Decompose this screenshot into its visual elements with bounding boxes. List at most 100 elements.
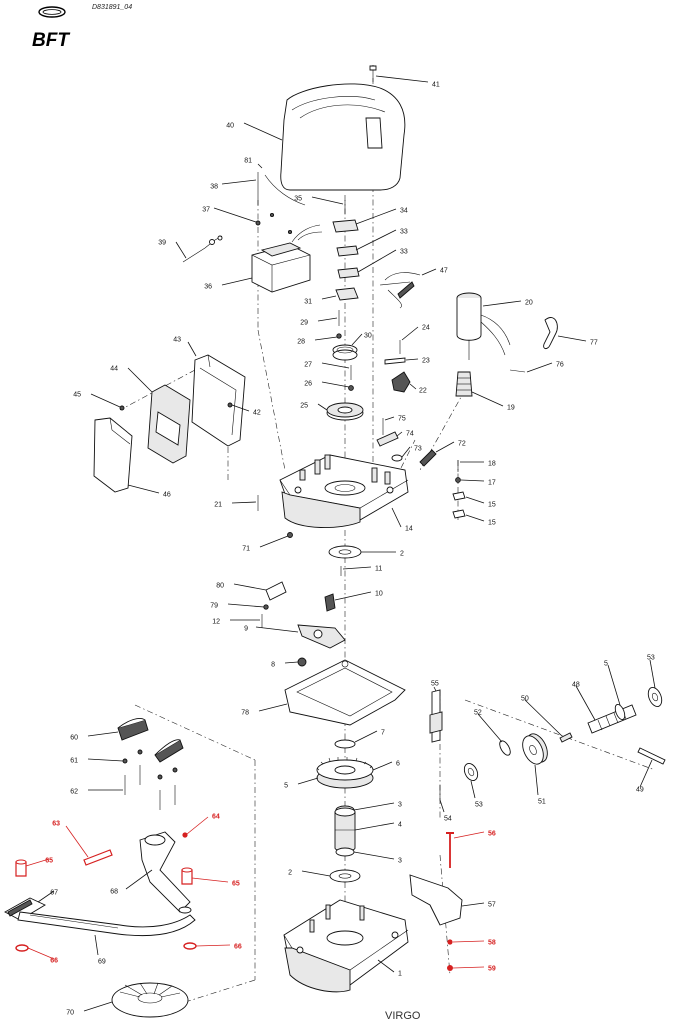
part-31-block: [335, 287, 359, 301]
part-40-cover: [280, 83, 406, 191]
callout-label-47: 47: [440, 268, 448, 275]
callout-leader-57: [461, 902, 485, 907]
part-78-gasket-plate: [284, 659, 406, 726]
part-48-worm-shaft: [587, 704, 637, 734]
callout-label-64: 64: [212, 814, 220, 821]
part-20-motor: [456, 292, 511, 360]
callout-label-56: 56: [488, 831, 496, 838]
callout-label-36: 36: [204, 284, 212, 291]
part-64-washer: [182, 832, 188, 838]
part-2-bushing-lower: [329, 869, 361, 883]
callout-label-41: 41: [432, 82, 440, 89]
part-66-washer-right: [183, 942, 197, 950]
callout-leader-3: [353, 851, 395, 860]
callout-leader-11: [342, 566, 372, 570]
part-7-circlip: [334, 739, 356, 749]
part-68-arm: [139, 831, 192, 914]
callout-label-80: 80: [216, 583, 224, 590]
part-56-bolt: [446, 832, 454, 868]
part-39-wire: [182, 235, 223, 263]
callout-label-66: 66: [234, 944, 242, 951]
callout-leader-17: [460, 479, 485, 482]
callout-leader-66: [195, 944, 231, 947]
callout-leader-61: [87, 758, 124, 762]
callout-label-19: 19: [507, 405, 515, 412]
callout-label-44: 44: [110, 366, 118, 373]
callout-label-22: 22: [419, 388, 427, 395]
callout-label-21: 21: [214, 502, 222, 509]
callout-label-2: 2: [288, 870, 292, 877]
callout-label-11: 11: [375, 566, 382, 573]
part-26-washer: [348, 385, 354, 391]
callout-leader-46: [127, 484, 160, 494]
part-59-nut: [447, 965, 453, 971]
callout-leader-79: [227, 603, 265, 608]
callout-label-26: 26: [304, 381, 312, 388]
callout-label-3: 3: [398, 858, 402, 865]
callout-leader-24: [401, 326, 419, 341]
callout-leader-48: [575, 685, 596, 721]
callout-leader-65: [191, 877, 229, 883]
callout-label-77: 77: [590, 340, 598, 347]
callout-leader-67: [37, 890, 55, 903]
callout-leader-60: [87, 731, 119, 737]
part-58-washer: [447, 939, 453, 945]
part-51-worm-gear: [522, 733, 548, 765]
callout-leader-68: [125, 869, 153, 890]
callout-label-72: 72: [458, 441, 466, 448]
callout-leader-71: [259, 535, 289, 548]
part-17-washer: [455, 477, 461, 483]
callout-leader-30: [351, 333, 363, 346]
callout-label-15: 15: [488, 502, 496, 509]
callout-leader-65: [25, 858, 50, 867]
callout-leader-63: [65, 825, 89, 858]
callout-label-29: 29: [300, 320, 308, 327]
callout-leader-15: [465, 514, 485, 522]
callout-leader-41: [375, 75, 429, 83]
callout-leader-55: [433, 686, 437, 692]
part-65-bushing-right: [181, 867, 193, 885]
brand-logo: BFT: [32, 6, 70, 51]
callout-label-25: 25: [300, 403, 308, 410]
callout-leader-53: [470, 780, 476, 799]
callout-label-61: 61: [70, 758, 78, 765]
part-4-output-shaft: [334, 807, 356, 852]
callout-label-5: 5: [604, 661, 608, 668]
callout-label-54: 54: [444, 816, 452, 823]
callout-label-52: 52: [474, 710, 482, 717]
part-3-bearing-lower: [335, 847, 355, 857]
part-77-hose: [543, 317, 558, 350]
callout-label-73: 73: [414, 446, 422, 453]
part-61-washers: [122, 749, 178, 780]
callout-leader-58: [452, 940, 485, 943]
callout-label-15: 15: [488, 520, 496, 527]
part-65-bushing-left: [15, 859, 27, 877]
callout-leader-33: [355, 229, 397, 251]
callout-leader-47: [421, 268, 437, 276]
part-44-control-board: [147, 384, 191, 464]
part-70-base-plate: [111, 982, 189, 1018]
callout-leader-81: [257, 163, 263, 169]
callout-label-10: 10: [375, 591, 383, 598]
callout-leader-3: [353, 802, 395, 811]
callout-label-9: 9: [244, 626, 248, 633]
callout-leader-50: [524, 699, 563, 737]
callout-leader-38: [221, 179, 257, 185]
callout-leader-69: [94, 934, 99, 956]
callout-label-1: 1: [398, 971, 402, 978]
callout-leader-7: [354, 730, 378, 743]
callout-leader-36: [221, 277, 253, 286]
callout-leader-6: [372, 761, 393, 771]
part-43-card-housing: [191, 354, 246, 447]
callout-leader-23: [405, 358, 419, 361]
callout-leader-33: [357, 249, 397, 273]
drawing-code: D831891_04: [92, 4, 132, 11]
part-30-ring: [332, 344, 358, 361]
callout-leader-44: [127, 367, 153, 393]
callout-label-55: 55: [431, 681, 439, 688]
callout-label-65: 65: [232, 881, 240, 888]
model-name: VIRGO: [385, 1010, 421, 1022]
part-15-bolt-upper: [452, 491, 466, 501]
callout-label-5: 5: [284, 783, 288, 790]
